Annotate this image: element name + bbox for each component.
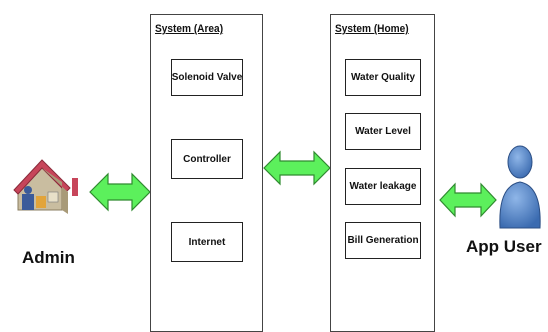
system-home-title: System (Home) [335,23,409,35]
water-quality-box: Water Quality [345,59,421,96]
person-icon [499,145,541,229]
system-area-title: System (Area) [155,23,224,35]
system-home-panel: System (Home) Water Quality Water Level … [330,14,435,332]
double-arrow-icon [263,150,331,186]
admin-label: Admin [22,248,75,267]
bill-generation-box: Bill Generation [345,222,421,259]
water-leakage-box: Water leakage [345,168,421,205]
internet-box: Internet [171,222,243,262]
system-area-panel: System (Area) Solenoid Valve Controller … [150,14,263,332]
house-icon [13,159,78,214]
double-arrow-icon [439,182,497,218]
double-arrow-icon [89,172,151,212]
controller-box: Controller [171,139,243,179]
solenoid-valve-box: Solenoid Valve [171,59,243,96]
water-level-box: Water Level [345,113,421,150]
app-user-label: App User [466,237,542,256]
